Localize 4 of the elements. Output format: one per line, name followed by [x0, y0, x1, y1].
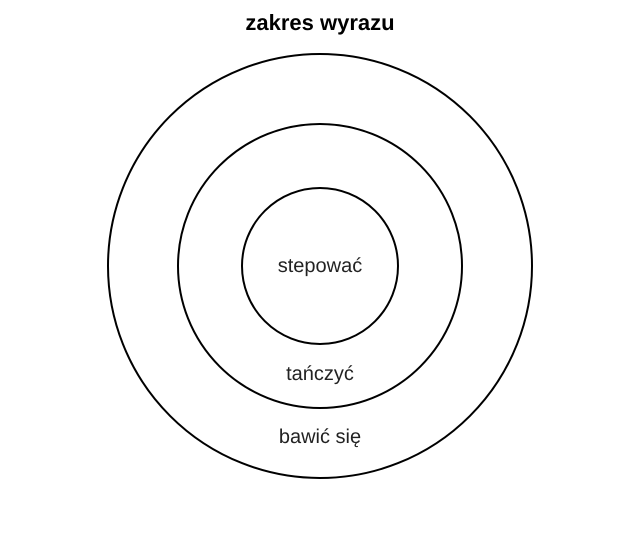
- title: zakres wyrazu: [245, 9, 395, 37]
- circle-label: bawić się: [278, 425, 362, 450]
- circle-label: stepować: [278, 254, 362, 279]
- circle-label: tańczyć: [286, 362, 354, 387]
